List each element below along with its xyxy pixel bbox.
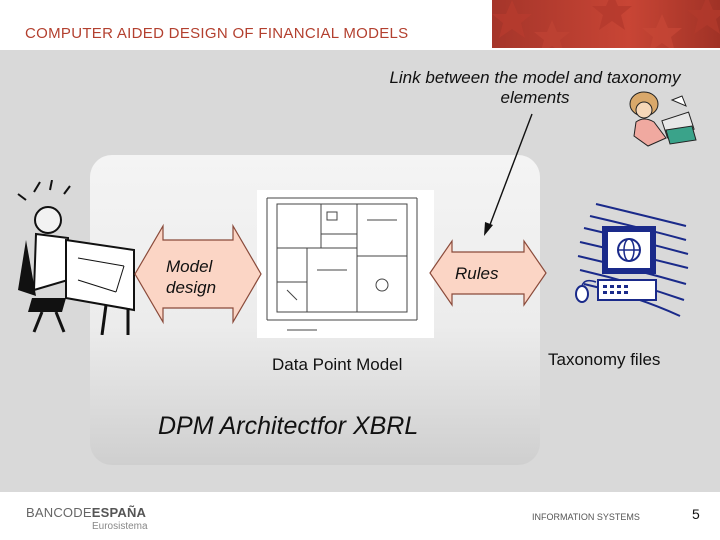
footer <box>0 492 720 540</box>
bank-logo: BANCODEESPAÑA <box>26 505 147 520</box>
drafting-person-icon <box>17 180 135 335</box>
header-title: COMPUTER AIDED DESIGN OF FINANCIAL MODEL… <box>25 25 409 42</box>
header-banner <box>492 0 720 48</box>
bank-subtitle: Eurosistema <box>92 521 148 532</box>
callout-pointer-line <box>484 113 533 236</box>
rules-arrow <box>429 239 547 307</box>
header: COMPUTER AIDED DESIGN OF FINANCIAL MODEL… <box>0 0 720 50</box>
model-design-arrow <box>134 223 262 325</box>
callout-text: Link between the model and taxonomy elem… <box>389 68 681 108</box>
computer-globe-icon <box>575 203 689 317</box>
page-number: 5 <box>692 506 700 522</box>
data-point-model-label: Data Point Model <box>272 355 403 374</box>
footer-section-label: INFORMATION SYSTEMS <box>532 512 640 522</box>
model-design-label: Model design <box>166 257 217 298</box>
floor-plan-icon <box>257 190 434 338</box>
taxonomy-files-label: Taxonomy files <box>548 350 661 369</box>
product-title: DPM Architectfor XBRL <box>158 412 419 440</box>
rules-label: Rules <box>455 264 499 283</box>
thinking-woman-icon <box>629 91 697 147</box>
stars-decoration-icon <box>492 0 720 48</box>
